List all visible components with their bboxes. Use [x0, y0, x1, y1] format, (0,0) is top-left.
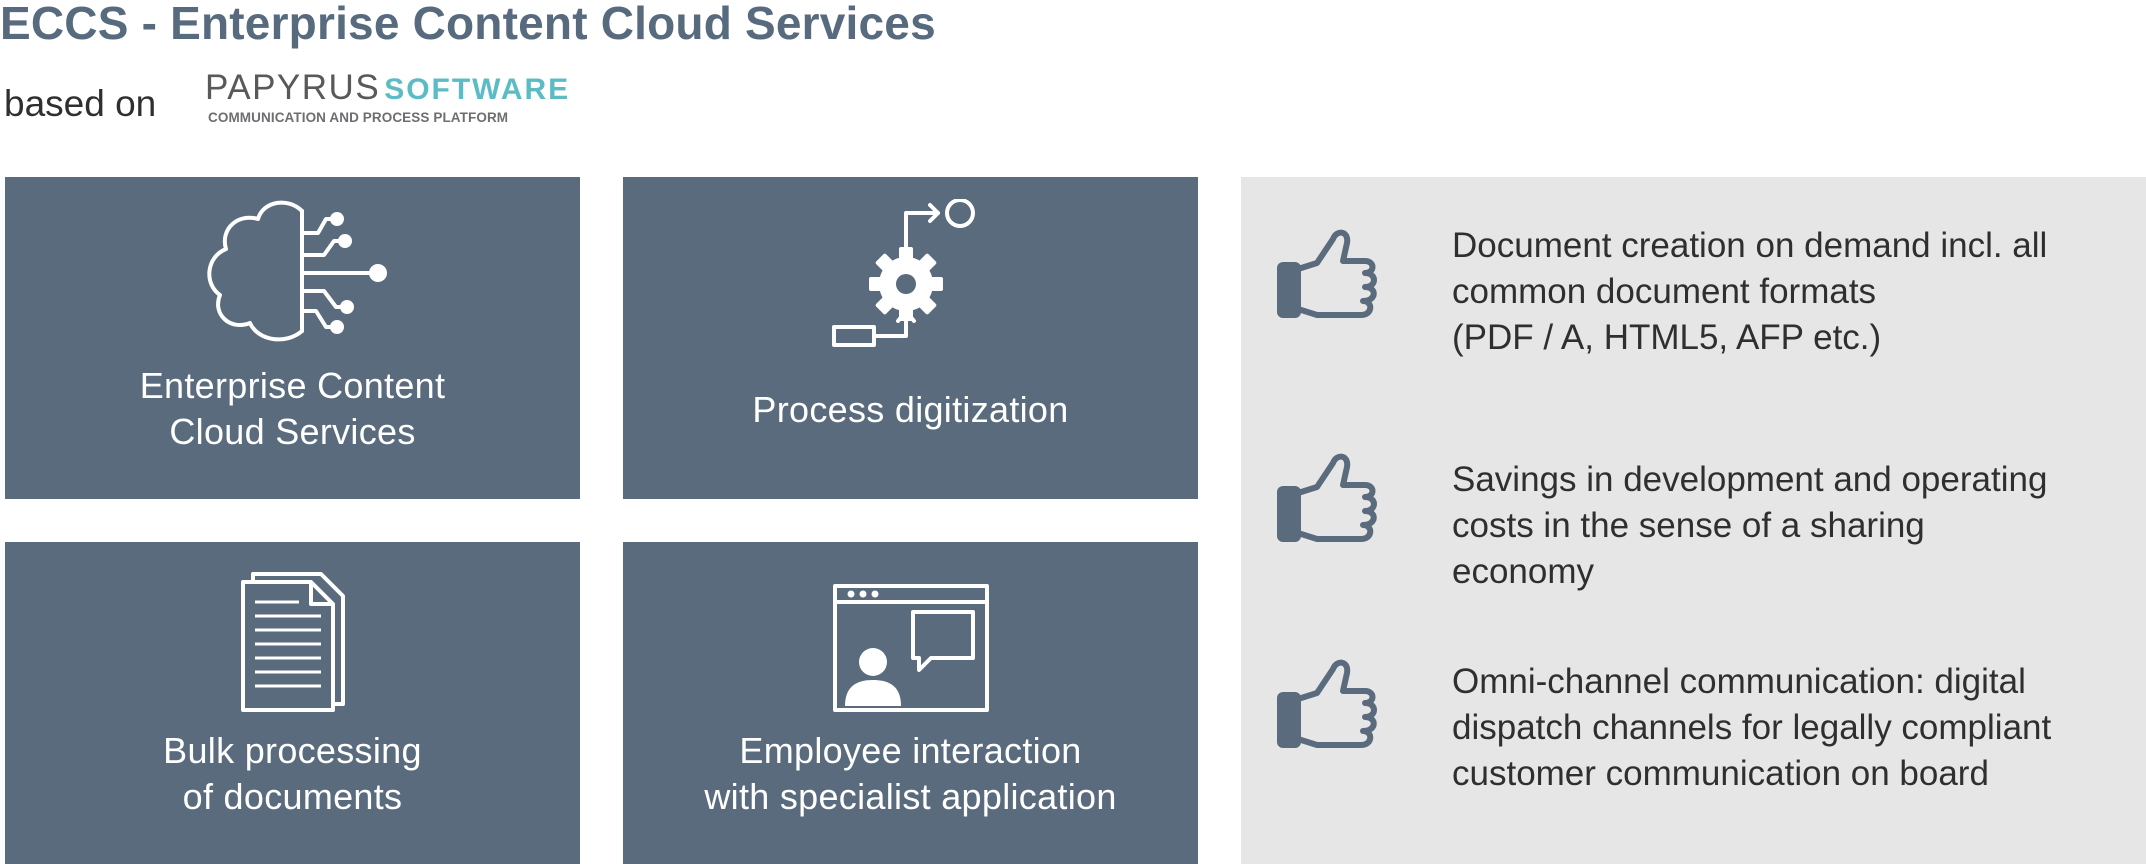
logo-brand-primary: PAPYRUS: [205, 68, 381, 107]
thumbs-up-icon: [1277, 453, 1377, 542]
tile-label: Enterprise Content Cloud Services: [139, 365, 446, 452]
benefit-text: Document creation on demand incl. all co…: [1452, 226, 2048, 357]
tile-label: Process digitization: [752, 389, 1069, 430]
logo-tagline: COMMUNICATION AND PROCESS PLATFORM: [208, 110, 509, 125]
logo-brand-secondary: SOFTWARE: [384, 73, 571, 106]
benefit-text: Omni-channel communication: digital disp…: [1452, 662, 2052, 793]
cloud-circuit-icon: [206, 200, 387, 342]
tile-employee-interaction: Employee interaction with specialist app…: [623, 542, 1198, 864]
benefit-item: Document creation on demand incl. all co…: [1277, 223, 2137, 363]
tile-process-digitization: Process digitization: [623, 177, 1198, 499]
video-chat-window-icon: [832, 584, 989, 712]
tile-label: Employee interaction with specialist app…: [704, 730, 1117, 817]
tile-label: Bulk processing of documents: [163, 730, 422, 817]
document-stack-icon: [240, 572, 345, 712]
benefits-panel: Document creation on demand incl. all co…: [1241, 177, 2146, 864]
thumbs-up-icon: [1277, 659, 1377, 748]
based-on-label: based on: [4, 83, 157, 124]
benefit-item: Savings in development and operating cos…: [1277, 453, 2137, 597]
benefit-text: Savings in development and operating cos…: [1452, 460, 2048, 591]
tile-enterprise-content-cloud: Enterprise Content Cloud Services: [5, 177, 580, 499]
benefit-item: Omni-channel communication: digital disp…: [1277, 659, 2137, 799]
thumbs-up-icon: [1277, 229, 1377, 318]
gear-process-icon: [831, 199, 975, 347]
tile-bulk-processing: Bulk processing of documents: [5, 542, 580, 864]
page-title: ECCS - Enterprise Content Cloud Services: [0, 0, 936, 49]
